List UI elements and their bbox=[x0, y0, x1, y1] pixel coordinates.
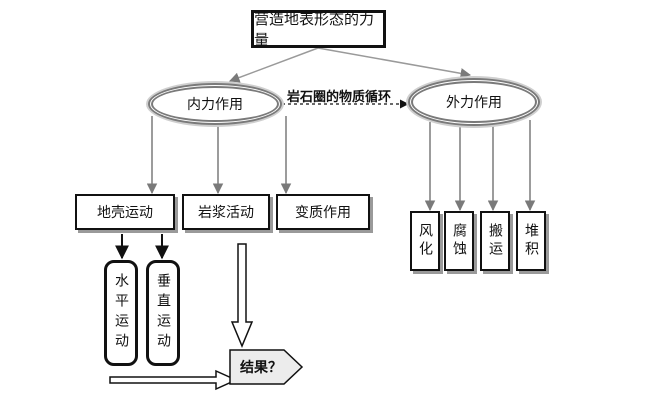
weathering-label: 风化 bbox=[417, 223, 433, 259]
horizontal-movement-label: 水平运动 bbox=[113, 273, 129, 353]
crust-movement-box: 地壳运动 bbox=[75, 194, 175, 230]
corrosion-label: 腐蚀 bbox=[451, 223, 467, 259]
vertical-movement-box: 垂直运动 bbox=[146, 260, 180, 366]
arrow-title-to-internal bbox=[229, 47, 319, 83]
horizontal-movement-box: 水平运动 bbox=[104, 260, 138, 366]
crust-movement-label: 地壳运动 bbox=[97, 205, 153, 221]
arrow-title-to-external bbox=[317, 47, 472, 79]
deposition-box: 堆积 bbox=[516, 211, 546, 271]
internal-force-label: 内力作用 bbox=[187, 97, 243, 113]
deposition-label: 堆积 bbox=[523, 223, 539, 259]
result-shape bbox=[229, 349, 304, 385]
transport-label: 搬运 bbox=[487, 223, 503, 259]
hollow-arrow-bottom-to-result bbox=[109, 369, 238, 391]
hollow-arrow-magma-to-result bbox=[230, 243, 254, 348]
magma-activity-box: 岩浆活动 bbox=[182, 194, 270, 230]
magma-activity-label: 岩浆活动 bbox=[198, 205, 254, 221]
title-text: 营造地表形态的力量 bbox=[254, 10, 375, 49]
metamorphism-box: 变质作用 bbox=[276, 194, 370, 230]
result-label: 结果？ bbox=[240, 360, 282, 376]
internal-force-ellipse: 内力作用 bbox=[148, 83, 282, 125]
weathering-box: 风化 bbox=[410, 211, 440, 271]
corrosion-box: 腐蚀 bbox=[444, 211, 474, 271]
vertical-movement-label: 垂直运动 bbox=[155, 273, 171, 353]
title-box: 营造地表形态的力量 bbox=[251, 10, 386, 49]
external-force-label: 外力作用 bbox=[446, 95, 502, 111]
external-force-ellipse: 外力作用 bbox=[408, 78, 540, 126]
rock-cycle-label: 岩石圈的物质循环 bbox=[287, 90, 392, 105]
transport-box: 搬运 bbox=[480, 211, 510, 271]
metamorphism-label: 变质作用 bbox=[295, 205, 351, 221]
